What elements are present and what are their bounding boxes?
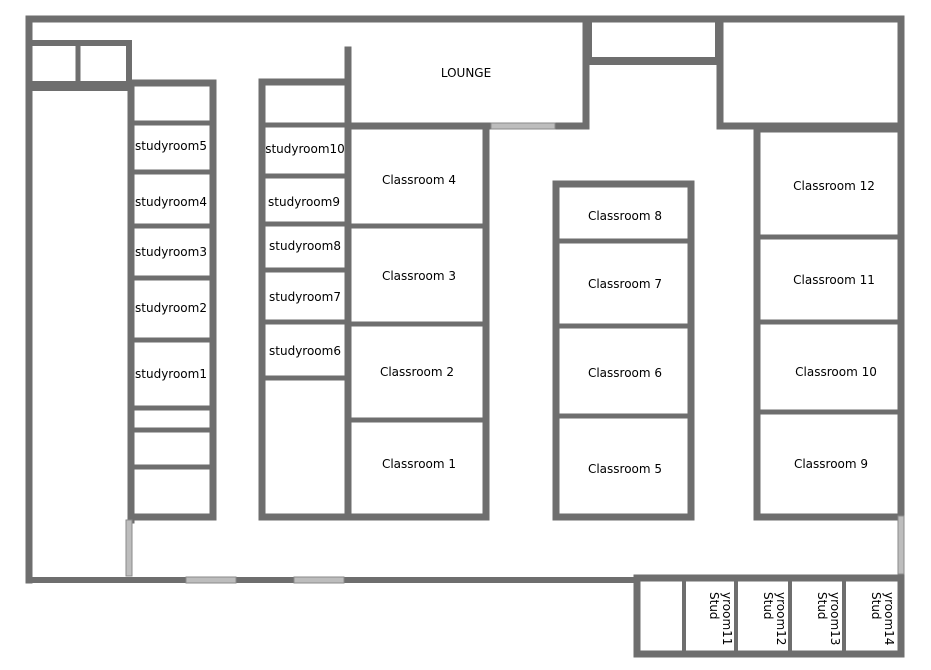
classroom-block-b-wall — [552, 180, 695, 521]
classroom-12-label: Classroom 12 — [793, 179, 875, 193]
south-exit-door-1[interactable] — [185, 576, 237, 584]
classroom-9-label: Classroom 9 — [794, 457, 868, 471]
studyroom13-label: Stud yroom13 — [815, 592, 842, 645]
west-exit-door[interactable] — [125, 519, 133, 577]
lounge-door[interactable] — [490, 122, 556, 130]
classroom-4-label: Classroom 4 — [382, 173, 456, 187]
studyroom4-label: studyroom4 — [135, 195, 207, 209]
east-exit-door[interactable] — [897, 515, 905, 575]
classroom-block-a-dividers — [345, 223, 489, 423]
studyroom14-label: Stud yroom14 — [869, 592, 896, 645]
studyroom2-label: studyroom2 — [135, 301, 207, 315]
studyroom6-label: studyroom6 — [269, 344, 341, 358]
south-exit-door-2[interactable] — [293, 576, 345, 584]
lounge-east-wall — [552, 15, 590, 130]
classroom-1-label: Classroom 1 — [382, 457, 456, 471]
classroom-5-label: Classroom 5 — [588, 462, 662, 476]
classroom-3-label: Classroom 3 — [382, 269, 456, 283]
walls — [25, 15, 905, 658]
studyroom8-label: studyroom8 — [269, 239, 341, 253]
doors — [125, 122, 905, 584]
classroom-6-label: Classroom 6 — [588, 366, 662, 380]
studyroom5-label: studyroom5 — [135, 139, 207, 153]
room-labels: LOUNGE studyroom5 studyroom4 studyroom3 … — [135, 66, 896, 645]
studyroom12-label: Stud yroom12 — [761, 592, 788, 645]
studyroom-block-b-dividers — [259, 122, 351, 381]
bottom-studyroom-dividers — [682, 576, 846, 656]
classroom-block-c-dividers — [754, 234, 904, 415]
classroom-block-b-dividers — [553, 238, 694, 419]
top-middle-room-wall — [586, 16, 721, 63]
studyroom7-label: studyroom7 — [269, 290, 341, 304]
studyroom11-label: Stud yroom11 — [707, 592, 734, 645]
studyroom9-label: studyroom9 — [268, 195, 340, 209]
outer-wall — [25, 15, 905, 658]
studyroom3-label: studyroom3 — [135, 245, 207, 259]
studyroom-block-a-wall — [127, 79, 217, 521]
classroom-8-label: Classroom 8 — [588, 209, 662, 223]
classroom-2-label: Classroom 2 — [380, 365, 454, 379]
studyroom-block-a-dividers — [128, 120, 216, 470]
studyroom1-label: studyroom1 — [135, 367, 207, 381]
studyroom10-label: studyroom10 — [265, 142, 345, 156]
classroom-10-label: Classroom 10 — [795, 365, 877, 379]
classroom-11-label: Classroom 11 — [793, 273, 875, 287]
lounge-label: LOUNGE — [441, 66, 491, 80]
classroom-7-label: Classroom 7 — [588, 277, 662, 291]
